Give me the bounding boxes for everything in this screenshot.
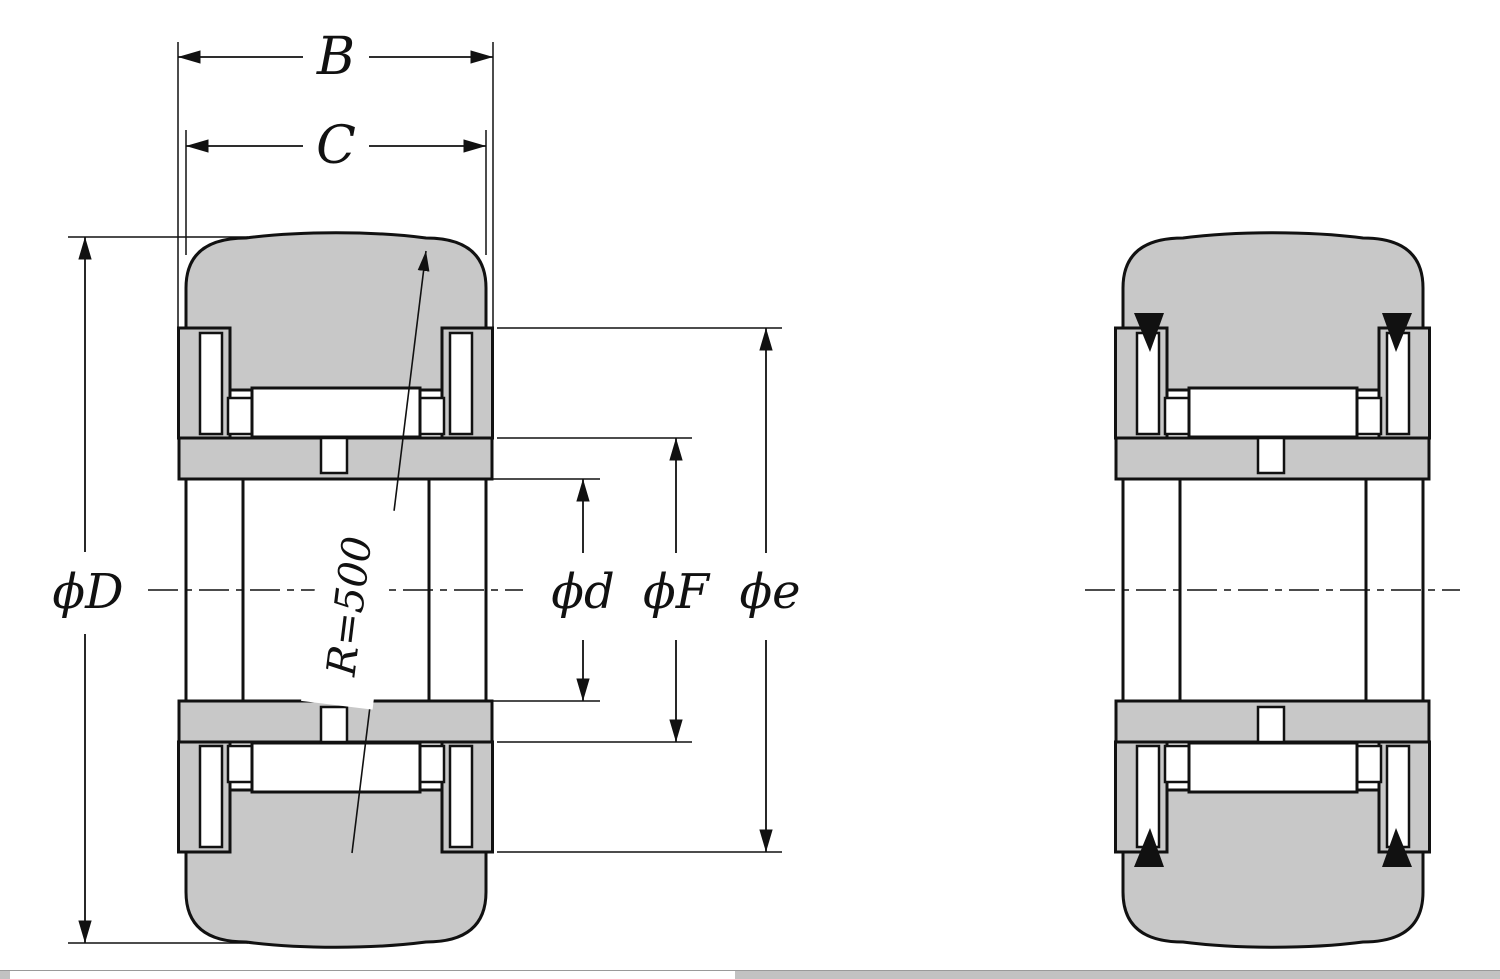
seal-top-right: [1382, 313, 1412, 352]
dim-B: B: [177, 27, 494, 327]
dim-B-label: B: [316, 27, 355, 87]
dim-e: ϕe: [497, 327, 801, 853]
dim-F: ϕF: [497, 437, 711, 743]
left-bearing-view: R=500 B C ϕD: [52, 27, 801, 947]
bottom-edge-strip: [0, 970, 1500, 979]
edge-strip-right: [735, 971, 1500, 979]
seal-top-left: [1134, 313, 1164, 352]
dim-d-label: ϕd: [551, 564, 614, 620]
edge-strip-left: [0, 971, 10, 979]
seal-bottom-right: [1382, 828, 1412, 867]
right-bearing-view: [1085, 233, 1460, 948]
dim-d: ϕd: [433, 478, 615, 702]
crown-radius-callout: R=500: [301, 250, 430, 854]
radius-label-mask: [301, 502, 397, 710]
bearing-cross-section: [1085, 233, 1460, 948]
dim-C-label: C: [316, 116, 356, 176]
dim-D-label: ϕD: [52, 564, 123, 620]
dim-C: C: [185, 116, 487, 255]
dim-D: ϕD: [52, 236, 248, 944]
dim-F-label: ϕF: [643, 564, 711, 620]
dim-e-label: ϕe: [739, 564, 800, 620]
seal-bottom-left: [1134, 828, 1164, 867]
